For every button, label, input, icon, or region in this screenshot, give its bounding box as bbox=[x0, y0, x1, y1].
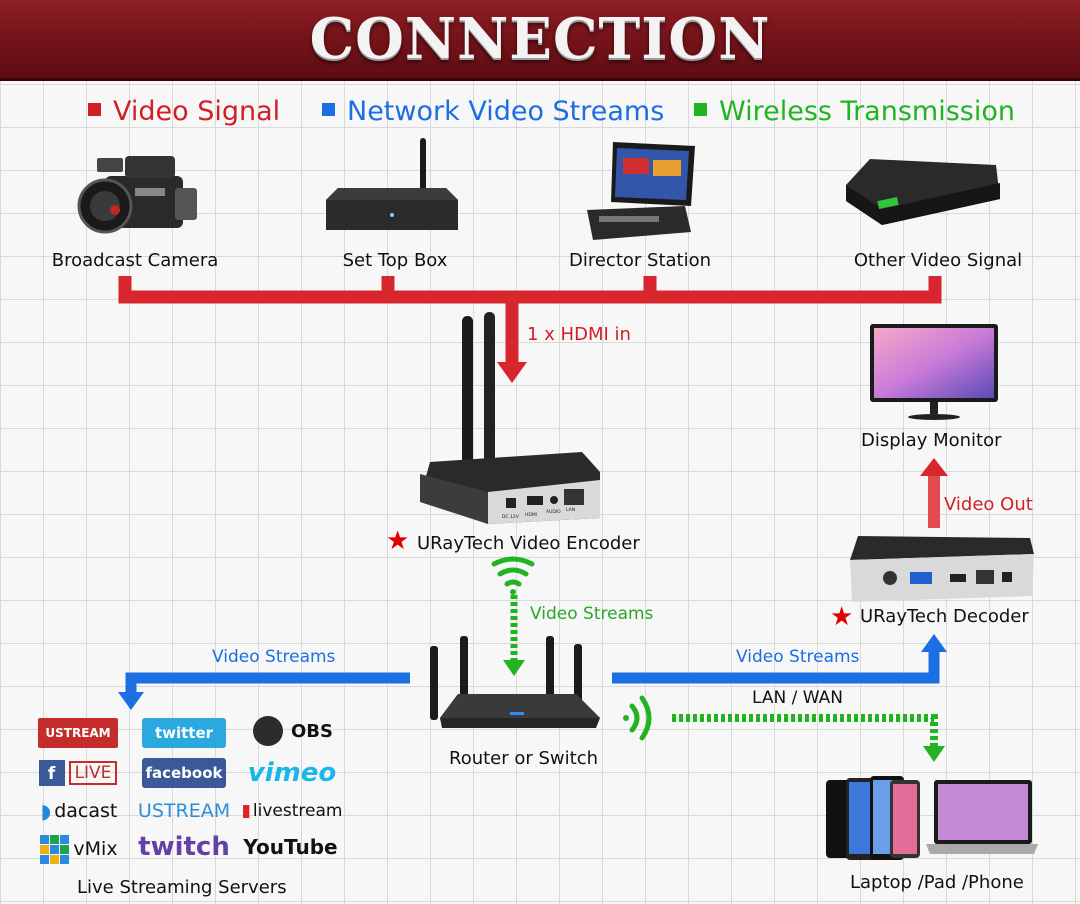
director-station-icon bbox=[587, 142, 695, 240]
left-stream-label: Video Streams bbox=[212, 647, 336, 667]
camcorder-icon bbox=[77, 156, 197, 234]
devices-label: Laptop /Pad /Phone bbox=[850, 872, 1024, 893]
monitor-icon bbox=[870, 324, 998, 420]
legend-video-signal: Video Signal bbox=[88, 96, 280, 127]
port-label-lan: LAN bbox=[566, 507, 575, 513]
port-label-hdmi: HDMI bbox=[525, 512, 537, 518]
legend-wireless: Wireless Transmission bbox=[694, 96, 1015, 127]
youtube-logo: YouTube bbox=[243, 835, 338, 859]
source-label-director: Director Station bbox=[568, 250, 712, 271]
legend-network-streams: Network Video Streams bbox=[322, 96, 664, 127]
vmix-grid-icon bbox=[40, 834, 70, 864]
right-stream-label: Video Streams bbox=[736, 647, 860, 667]
servers-label: Live Streaming Servers bbox=[77, 877, 287, 898]
star-icon: ★ bbox=[386, 526, 410, 556]
video-decoder-icon bbox=[850, 536, 1034, 602]
wireless-link-label: Video Streams bbox=[530, 604, 654, 624]
lan-wan-label: LAN / WAN bbox=[752, 688, 843, 708]
livestream-logo: ▮livestream bbox=[241, 801, 343, 821]
red-square-icon bbox=[88, 103, 101, 116]
star-icon: ★ bbox=[830, 602, 854, 632]
header-banner: CONNECTION bbox=[0, 0, 1080, 81]
media-box-icon bbox=[846, 159, 1000, 225]
router-label: Router or Switch bbox=[449, 748, 599, 769]
dacast-d-icon: ◗ bbox=[40, 799, 52, 823]
green-square-icon bbox=[694, 103, 707, 116]
video-encoder-icon: DC 12V HDMI AUDIO LAN bbox=[420, 312, 600, 524]
ustream-text-logo: USTREAM bbox=[137, 800, 231, 822]
hdmi-in-label: 1 x HDMI in bbox=[527, 324, 631, 345]
monitor-label: Display Monitor bbox=[861, 430, 1002, 451]
facebook-f-icon: f bbox=[38, 760, 65, 786]
twitter-logo: twitter bbox=[142, 718, 226, 748]
decoder-label: URayTech Decoder bbox=[860, 606, 1029, 627]
ustream-logo: USTREAM bbox=[38, 718, 118, 748]
source-label-set-top-box: Set Top Box bbox=[342, 250, 448, 271]
video-out-label: Video Out bbox=[944, 494, 1033, 515]
vimeo-logo: vimeo bbox=[247, 758, 337, 788]
source-label-camera: Broadcast Camera bbox=[51, 250, 219, 271]
twitch-logo: twitch bbox=[138, 832, 230, 862]
port-label-audio: AUDIO bbox=[546, 509, 561, 515]
obs-logo: OBS bbox=[248, 716, 338, 746]
blue-square-icon bbox=[322, 103, 335, 116]
router-icon bbox=[430, 636, 600, 728]
encoder-label: URayTech Video Encoder bbox=[417, 533, 640, 554]
source-label-other: Other Video Signal bbox=[853, 250, 1023, 271]
page-title: CONNECTION bbox=[309, 6, 771, 72]
vmix-logo: vMix bbox=[34, 834, 124, 864]
dacast-logo: ◗dacast bbox=[40, 799, 118, 823]
wifi-signal-icon bbox=[491, 556, 535, 595]
set-top-box-icon bbox=[326, 138, 458, 230]
livestream-mark-icon: ▮ bbox=[241, 801, 251, 821]
facebook-logo: facebook bbox=[142, 758, 226, 788]
obs-circle-icon bbox=[253, 716, 283, 746]
devices-icon bbox=[826, 776, 1038, 860]
port-label-dc: DC 12V bbox=[502, 514, 520, 520]
